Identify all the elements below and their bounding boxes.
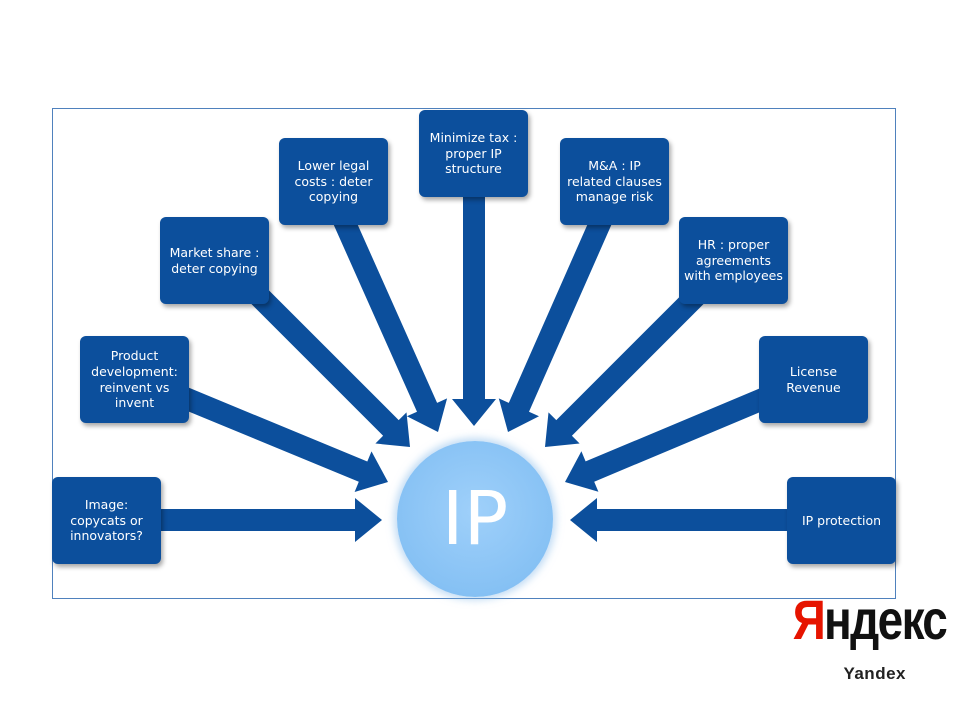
- node-m-and-a: M&A : IP related clauses manage risk: [560, 138, 669, 225]
- yandex-logo-caption: Yandex: [843, 664, 906, 683]
- node-m-and-a-label: M&A : IP related clauses manage risk: [567, 158, 662, 205]
- yandex-logo-first-letter: Я: [792, 588, 825, 651]
- center-ip-label: IP: [441, 476, 509, 562]
- arrow-lower-legal-costs-to-ip: [330, 207, 448, 432]
- arrow-license-revenue-to-ip: [565, 385, 775, 492]
- node-image-label: Image: copycats or innovators?: [70, 497, 143, 544]
- node-minimize-tax: Minimize tax : proper IP structure: [419, 110, 528, 197]
- center-ip-circle: IP: [397, 441, 553, 597]
- yandex-logo-word: Яндекс: [792, 592, 947, 648]
- node-hr-label: HR : proper agreements with employees: [684, 237, 783, 284]
- arrow-ip-protection-to-ip: [570, 498, 800, 542]
- node-hr: HR : proper agreements with employees: [679, 217, 788, 304]
- diagram-frame: [52, 108, 896, 599]
- node-ip-protection: IP protection: [787, 477, 896, 564]
- node-market-share-label: Market share : deter copying: [169, 244, 260, 276]
- arrow-minimize-tax-to-ip: [452, 190, 496, 426]
- node-license-revenue-label: License Revenue: [786, 363, 841, 395]
- node-license-revenue: License Revenue: [759, 336, 868, 423]
- node-market-share: Market share : deter copying: [160, 217, 269, 304]
- yandex-logo-rest: ндекс: [823, 588, 948, 651]
- arrow-product-development-to-ip: [175, 385, 388, 492]
- node-lower-legal-costs: Lower legal costs : deter copying: [279, 138, 388, 225]
- node-lower-legal-costs-label: Lower legal costs : deter copying: [294, 158, 373, 205]
- arrow-m-and-a-to-ip: [498, 207, 616, 432]
- node-product-development-label: Product development: reinvent vs invent: [91, 348, 178, 411]
- node-ip-protection-label: IP protection: [801, 512, 882, 528]
- node-minimize-tax-label: Minimize tax : proper IP structure: [429, 130, 518, 177]
- arrow-market-share-to-ip: [247, 284, 410, 447]
- arrow-hr-to-ip: [545, 284, 708, 447]
- yandex-logo: Яндекс Yandex: [786, 592, 947, 692]
- node-image: Image: copycats or innovators?: [52, 477, 161, 564]
- node-product-development: Product development: reinvent vs invent: [80, 336, 189, 423]
- arrow-image-to-ip: [150, 498, 382, 542]
